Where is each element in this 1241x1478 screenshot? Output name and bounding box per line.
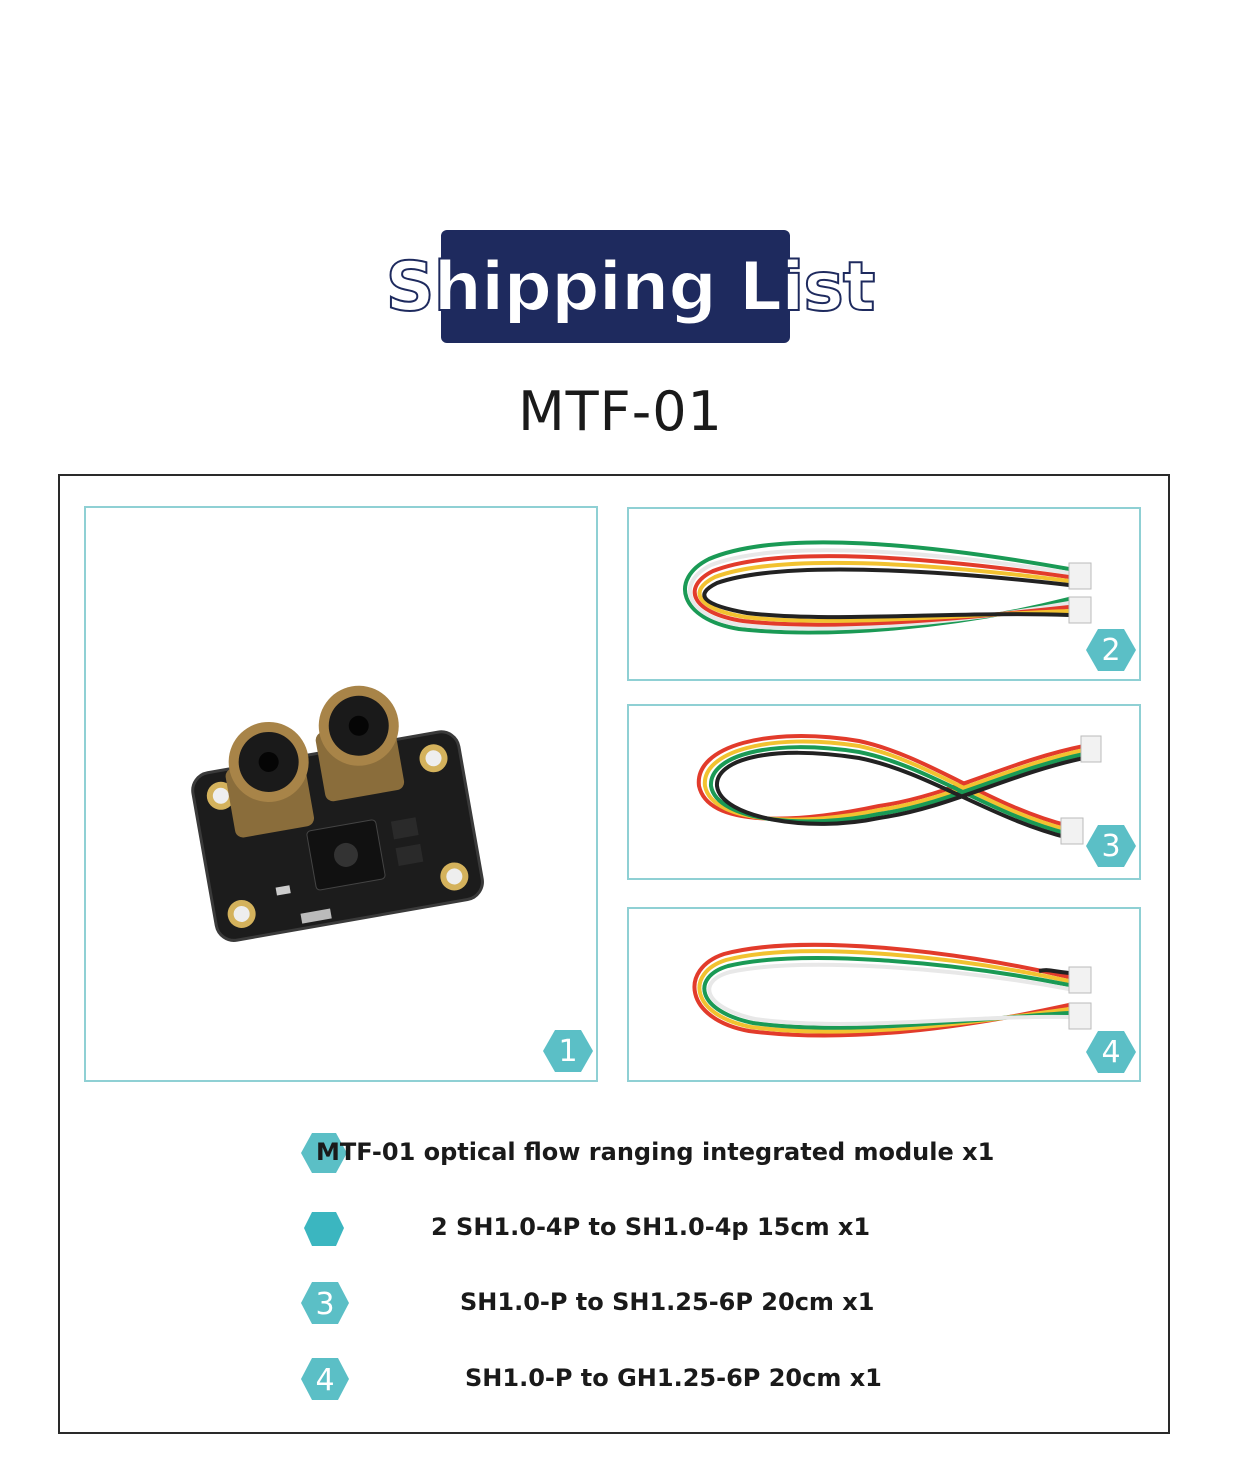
item-label: SH1.0-P to GH1.25-6P 20cm x1: [465, 1364, 882, 1392]
svg-text:3: 3: [315, 1287, 334, 1322]
list-item: MTF-01 optical flow ranging integrated m…: [0, 1128, 1241, 1178]
svg-text:3: 3: [1101, 829, 1120, 864]
item-number-badge: 4: [301, 1358, 349, 1400]
model-name: MTF-01: [518, 380, 723, 443]
module-image: [191, 685, 484, 942]
item-label: 2 SH1.0-4P to SH1.0-4p 15cm x1: [431, 1213, 871, 1241]
panel-cable-3: 3: [627, 704, 1141, 880]
page-title: Shipping List: [386, 248, 875, 327]
item-label: MTF-01 optical flow ranging integrated m…: [316, 1138, 995, 1166]
list-item: 2 SH1.0-4P to SH1.0-4p 15cm x1: [0, 1203, 1241, 1253]
panel-number-badge: 1: [543, 1030, 593, 1072]
item-label: SH1.0-P to SH1.25-6P 20cm x1: [460, 1288, 875, 1316]
panel-cable-4: 4: [627, 907, 1141, 1082]
cable-image: [692, 942, 1092, 1038]
panel-module: 1: [84, 506, 598, 1082]
title-banner-text: Shipping List: [385, 247, 877, 328]
panel-number-badge: 2: [1086, 629, 1136, 671]
svg-text:2: 2: [1101, 633, 1120, 668]
panel-number-badge: 3: [1086, 825, 1136, 867]
cable-image: [683, 540, 1092, 635]
item-number-badge: 3: [301, 1282, 349, 1324]
item-hex-icon: [304, 1212, 344, 1246]
title-banner: [441, 230, 790, 343]
list-item: 3 SH1.0-P to SH1.25-6P 20cm x1: [0, 1278, 1241, 1328]
cable-image: [696, 734, 1102, 845]
item-hex-icon: [301, 1133, 347, 1173]
contents-frame: [58, 474, 1170, 1434]
list-item: 4 SH1.0-P to GH1.25-6P 20cm x1: [0, 1354, 1241, 1404]
panel-cable-2: 2: [627, 507, 1141, 681]
svg-text:1: 1: [558, 1034, 577, 1069]
svg-text:4: 4: [315, 1363, 334, 1398]
svg-text:4: 4: [1101, 1035, 1120, 1070]
panel-number-badge: 4: [1086, 1031, 1136, 1073]
